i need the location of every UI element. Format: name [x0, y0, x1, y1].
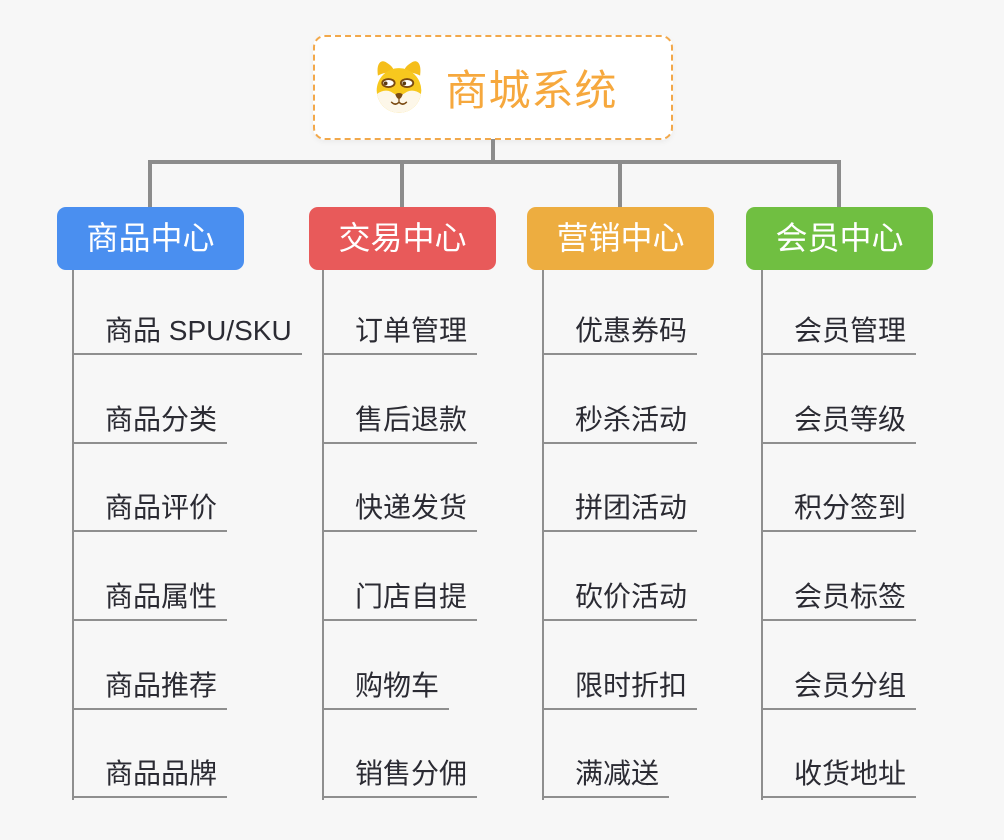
connector-drop-3: [618, 160, 622, 207]
branch-box-marketing[interactable]: 营销中心: [527, 207, 714, 270]
leaf-node[interactable]: 商品推荐: [72, 670, 228, 710]
connector-drop-4: [837, 160, 841, 207]
dog-face-icon: [377, 60, 422, 113]
connector-rail: [148, 160, 840, 164]
leaf-node[interactable]: 拼团活动: [542, 492, 698, 532]
leaf-node[interactable]: 商品评价: [72, 492, 228, 532]
branch-box-trade[interactable]: 交易中心: [309, 207, 496, 270]
connector-root-stem: [491, 139, 495, 162]
leaf-node[interactable]: 订单管理: [322, 315, 478, 355]
leaf-node[interactable]: 销售分佣: [322, 758, 478, 798]
leaf-node[interactable]: 购物车: [322, 670, 450, 710]
branch-box-member[interactable]: 会员中心: [746, 207, 933, 270]
leaf-node[interactable]: 商品分类: [72, 404, 228, 444]
leaf-node[interactable]: 商品属性: [72, 581, 228, 621]
leaf-node[interactable]: 会员管理: [761, 315, 917, 355]
leaf-node[interactable]: 优惠券码: [542, 315, 698, 355]
leaf-node[interactable]: 砍价活动: [542, 581, 698, 621]
branch-line-product: [72, 270, 74, 800]
connector-drop-1: [148, 160, 152, 207]
leaf-node[interactable]: 限时折扣: [542, 670, 698, 710]
leaf-node[interactable]: 会员分组: [761, 670, 917, 710]
leaf-node[interactable]: 门店自提: [322, 581, 478, 621]
branch-line-marketing: [542, 270, 544, 800]
leaf-node[interactable]: 会员等级: [761, 404, 917, 444]
leaf-node[interactable]: 售后退款: [322, 404, 478, 444]
leaf-node[interactable]: 快递发货: [322, 492, 478, 532]
branch-line-trade: [322, 270, 324, 800]
connector-drop-2: [400, 160, 404, 207]
leaf-node[interactable]: 秒杀活动: [542, 404, 698, 444]
root-node[interactable]: 商城系统: [313, 35, 673, 140]
branch-line-member: [761, 270, 763, 800]
leaf-node[interactable]: 会员标签: [761, 581, 917, 621]
branch-box-product[interactable]: 商品中心: [57, 207, 244, 270]
root-title: 商城系统: [445, 67, 618, 114]
leaf-node[interactable]: 积分签到: [761, 492, 917, 532]
leaf-node[interactable]: 满减送: [542, 758, 670, 798]
leaf-node[interactable]: 收货地址: [761, 758, 917, 798]
leaf-node[interactable]: 商品 SPU/SKU: [72, 315, 302, 355]
leaf-node[interactable]: 商品品牌: [72, 758, 228, 798]
